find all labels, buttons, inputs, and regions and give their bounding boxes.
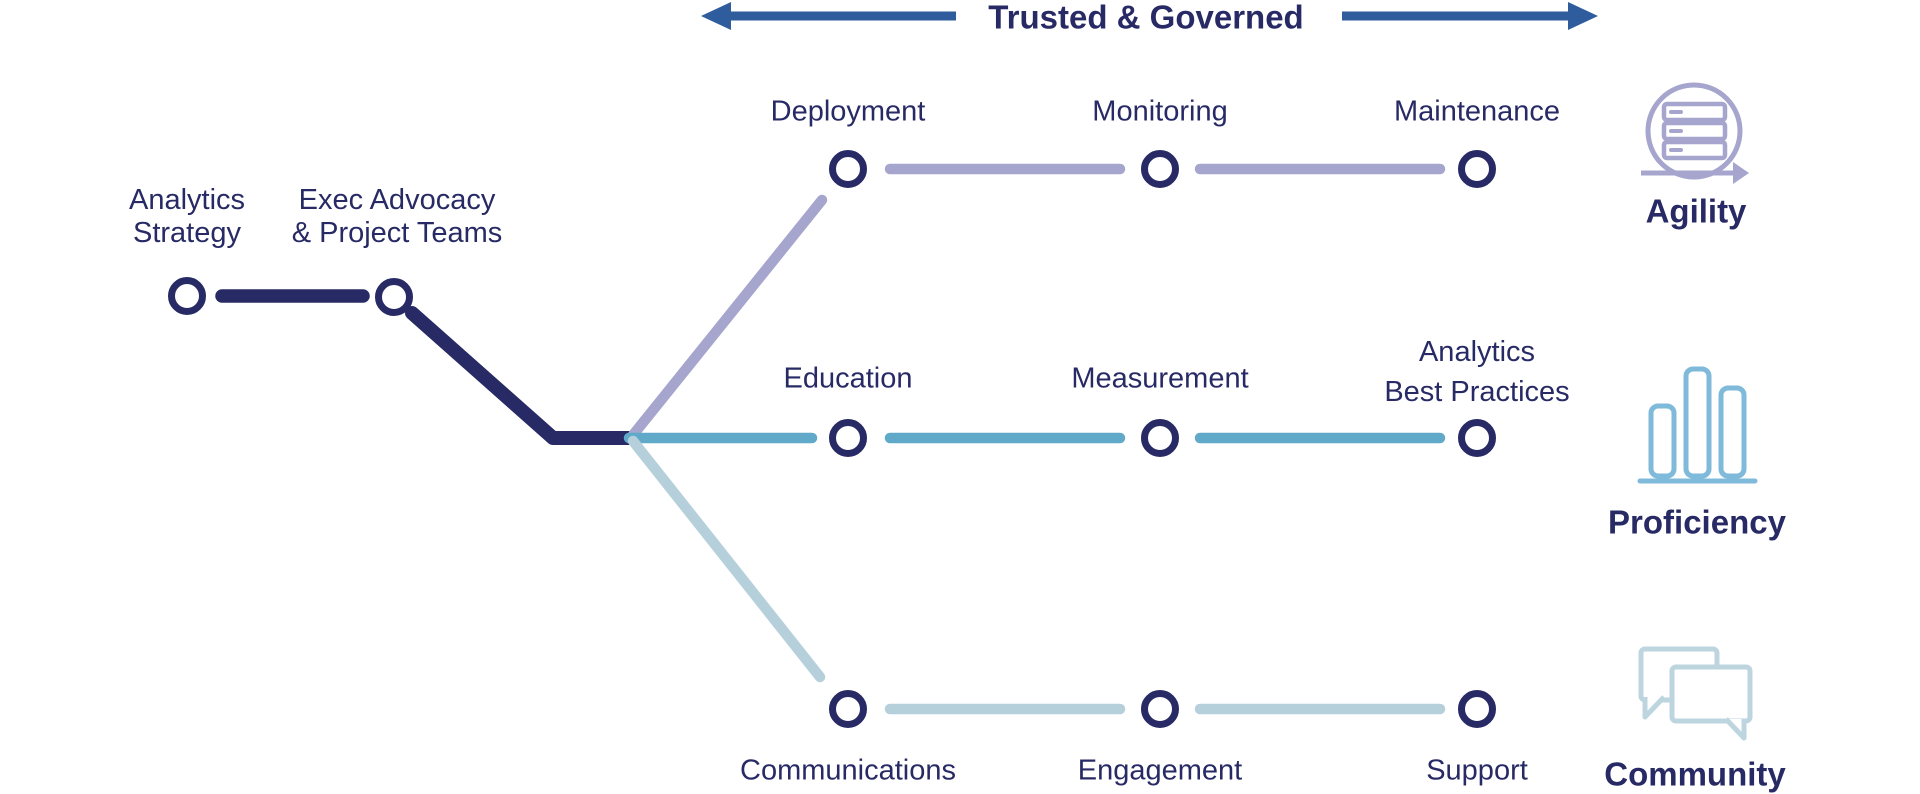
node-monitoring [1141,150,1179,188]
arrow-left-icon [701,2,956,30]
label-line: & Project Teams [291,217,503,249]
label-line: Education [783,362,913,395]
sprint-server-icon [1641,82,1749,184]
label-communications: Communications [740,754,956,789]
label-analytics-best-practices: Analytics Best Practices [1384,332,1569,412]
node-analytics-strategy [168,277,206,315]
node-communications [829,690,867,728]
node-measurement [1141,419,1179,457]
label-exec-advocacy: Exec Advocacy & Project Teams [292,184,503,250]
label-line: Measurement [1071,362,1249,395]
label-line: Deployment [770,95,926,128]
track-label-agility: Agility [1645,192,1747,230]
node-maintenance [1458,150,1496,188]
header-title: Trusted & Governed [988,0,1304,36]
label-line: Analytics [128,184,246,216]
track-label-community: Community [1604,755,1786,793]
node-support [1458,690,1496,728]
label-deployment: Deployment [771,95,926,130]
chat-bubbles-icon [1638,646,1753,741]
node-analytics-best-practices [1458,419,1496,457]
label-line: Best Practices [1384,376,1570,408]
bar-chart-icon [1637,366,1758,484]
label-monitoring: Monitoring [1092,95,1227,130]
label-line: Strategy [132,217,241,249]
node-education [829,419,867,457]
branch-line-agility [627,194,828,441]
node-deployment [829,150,867,188]
label-line: Support [1426,754,1528,787]
arrow-right-icon [1342,2,1598,30]
label-line: Monitoring [1092,95,1228,128]
label-measurement: Measurement [1071,362,1248,397]
node-engagement [1141,690,1179,728]
track-label-proficiency: Proficiency [1608,503,1786,541]
branch-line-community [627,435,826,683]
node-exec-advocacy [375,278,413,316]
label-maintenance: Maintenance [1394,95,1560,130]
label-line: Engagement [1077,754,1243,787]
label-line: Maintenance [1393,95,1561,128]
label-analytics-strategy: Analytics Strategy [129,184,245,250]
label-engagement: Engagement [1078,754,1242,789]
label-support: Support [1426,754,1528,789]
label-education: Education [784,362,913,397]
label-line: Exec Advocacy [298,184,496,216]
label-line: Analytics [1418,336,1536,368]
trunk-line [405,306,638,445]
label-line: Communications [740,754,956,787]
